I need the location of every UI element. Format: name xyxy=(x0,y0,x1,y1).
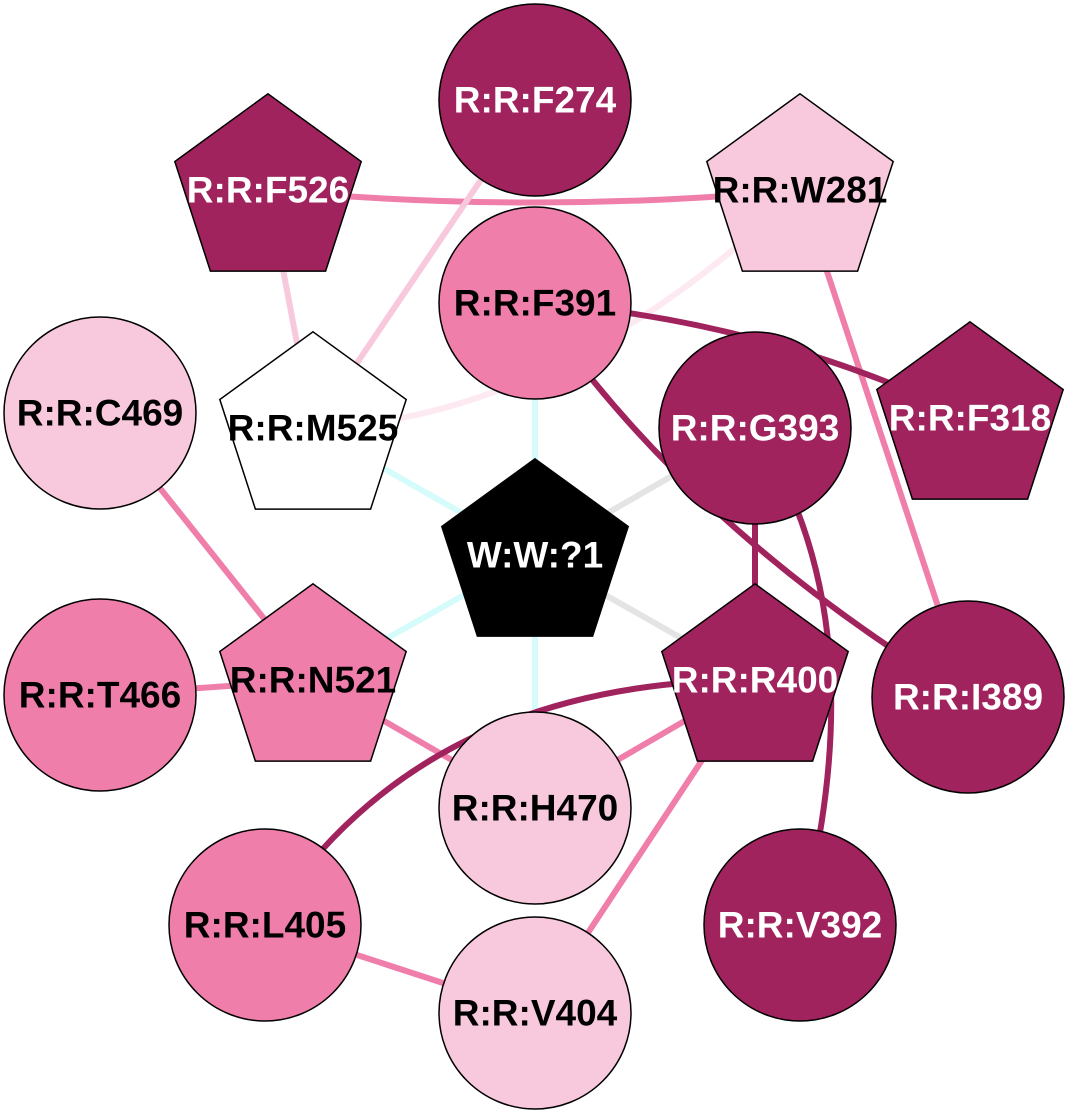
node-circle xyxy=(871,600,1065,794)
node-pentagon xyxy=(875,320,1065,500)
node-n521: R:R:N521 xyxy=(218,582,408,762)
node-label: R:R:R400 xyxy=(672,660,839,701)
node-label: R:R:T466 xyxy=(19,675,181,716)
node-label: R:R:L405 xyxy=(184,905,346,946)
node-label: R:R:F391 xyxy=(454,283,616,324)
node-label: R:R:F318 xyxy=(889,398,1051,439)
node-label: R:R:H470 xyxy=(452,788,619,829)
node-circle xyxy=(438,711,632,905)
node-w1: W:W:?1 xyxy=(440,457,630,637)
node-f526: R:R:F526 xyxy=(173,92,363,272)
node-l405: R:R:L405 xyxy=(168,828,362,1022)
node-pentagon xyxy=(440,457,630,637)
node-i389: R:R:I389 xyxy=(871,600,1065,794)
node-f391: R:R:F391 xyxy=(438,206,632,400)
node-label: R:R:W281 xyxy=(713,170,888,211)
node-t466: R:R:T466 xyxy=(3,598,197,792)
node-label: R:R:V404 xyxy=(453,993,618,1034)
node-label: R:R:G393 xyxy=(671,408,840,449)
node-m525: R:R:M525 xyxy=(218,330,408,510)
node-label: R:R:C469 xyxy=(17,393,184,434)
node-label: R:R:M525 xyxy=(228,408,399,449)
node-f318: R:R:F318 xyxy=(875,320,1065,500)
node-circle xyxy=(438,3,632,197)
node-circle xyxy=(438,206,632,400)
node-h470: R:R:H470 xyxy=(438,711,632,905)
node-label: R:R:F274 xyxy=(454,80,617,121)
node-label: R:R:I389 xyxy=(893,677,1043,718)
node-pentagon xyxy=(218,582,408,762)
node-label: R:R:N521 xyxy=(230,660,397,701)
node-label: R:R:V392 xyxy=(718,905,883,946)
node-circle xyxy=(3,598,197,792)
node-v404: R:R:V404 xyxy=(438,916,632,1110)
node-circle xyxy=(703,828,897,1022)
node-circle xyxy=(3,316,197,510)
node-circle xyxy=(658,331,852,525)
node-c469: R:R:C469 xyxy=(3,316,197,510)
node-r400: R:R:R400 xyxy=(660,582,850,762)
node-w281: R:R:W281 xyxy=(705,92,895,272)
node-circle xyxy=(168,828,362,1022)
node-g393: R:R:G393 xyxy=(658,331,852,525)
node-label: R:R:F526 xyxy=(187,170,349,211)
node-f274: R:R:F274 xyxy=(438,3,632,197)
node-pentagon xyxy=(173,92,363,272)
node-circle xyxy=(438,916,632,1110)
node-pentagon xyxy=(660,582,850,762)
node-label: W:W:?1 xyxy=(467,535,603,576)
node-v392: R:R:V392 xyxy=(703,828,897,1022)
node-pentagon xyxy=(705,92,895,272)
node-pentagon xyxy=(218,330,408,510)
